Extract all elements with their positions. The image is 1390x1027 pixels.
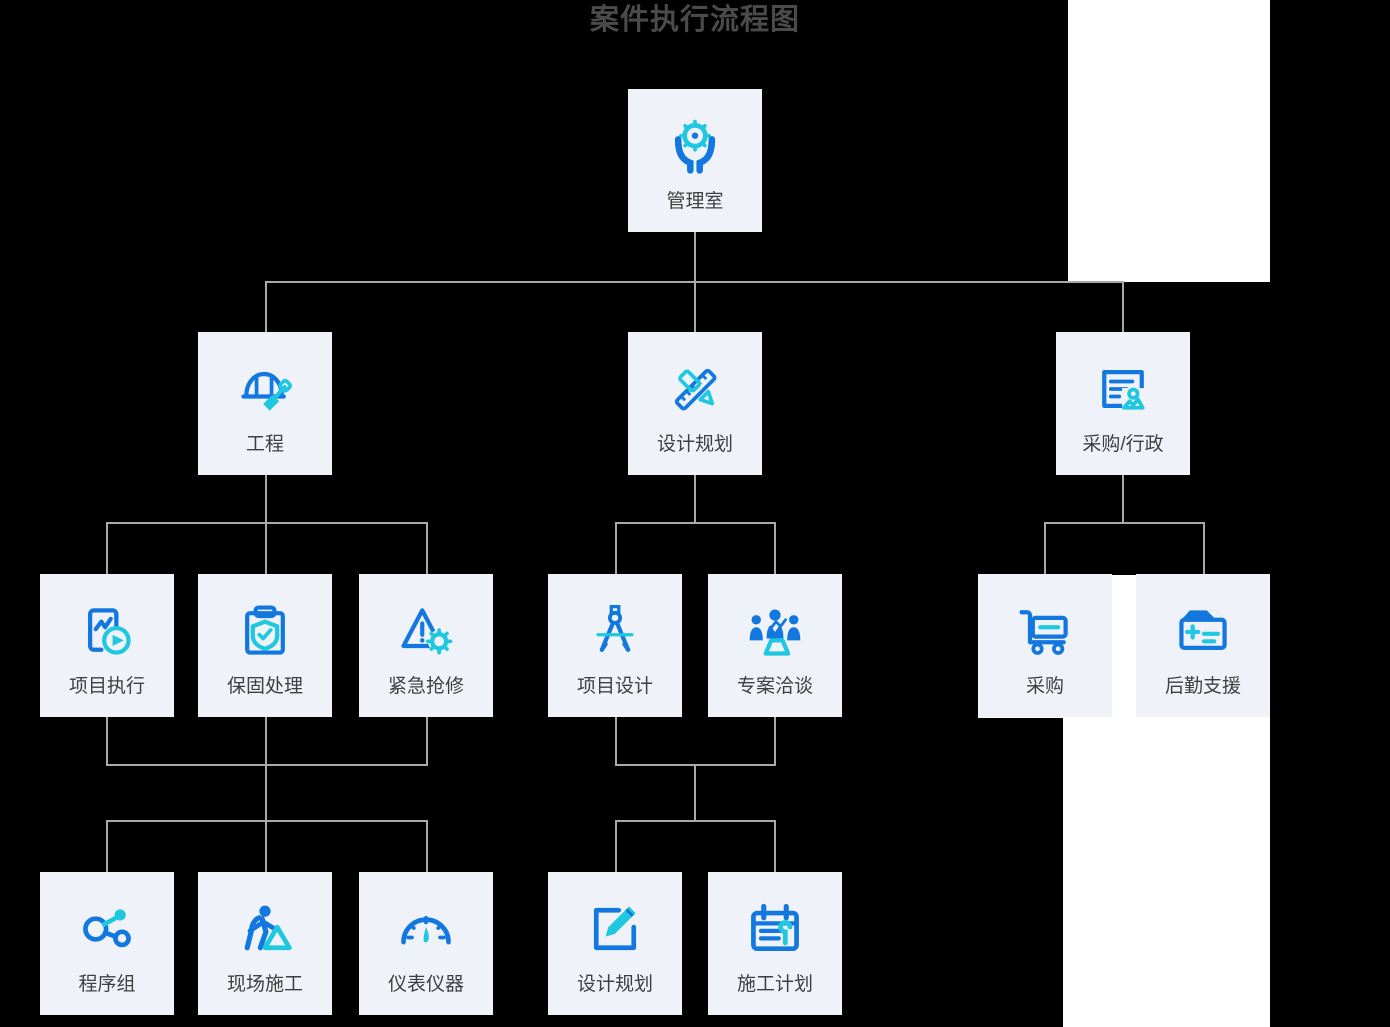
- warning-gear-icon: [395, 600, 457, 662]
- node-label: 紧急抢修: [387, 676, 464, 697]
- connector-design-bus: [615, 522, 776, 524]
- connector-des3-stem: [694, 764, 696, 822]
- connector-eng4-drop-2: [265, 820, 267, 873]
- connector-design-drop-2: [774, 522, 776, 574]
- connector-design-down: [694, 474, 696, 524]
- connector-eng4-bus: [106, 820, 428, 822]
- node-label: 保固处理: [226, 676, 303, 697]
- edit-square-icon: [584, 898, 646, 960]
- connector-des4-drop-1: [615, 820, 617, 873]
- node-label: 程序组: [78, 974, 136, 995]
- document-portrait-icon: [1092, 358, 1154, 420]
- connector-eng3-stem: [265, 764, 267, 822]
- gear-hands-icon: [664, 115, 726, 177]
- node-label: 项目设计: [576, 676, 653, 697]
- connector-eng4-drop-3: [426, 820, 428, 873]
- node-label: 采购/行政: [1082, 434, 1164, 455]
- node-instruments[interactable]: 仪表仪器: [359, 872, 493, 1015]
- node-label: 现场施工: [226, 974, 303, 995]
- node-design-planning[interactable]: 设计规划: [628, 332, 762, 475]
- calendar-wrench-icon: [744, 898, 806, 960]
- connector-proc-bus: [1044, 522, 1204, 524]
- node-design-planning-sub[interactable]: 设计规划: [548, 872, 682, 1015]
- helmet-shovel-icon: [234, 358, 296, 420]
- node-label: 仪表仪器: [387, 974, 464, 995]
- connector-des3-up-2: [774, 716, 776, 766]
- node-project-design[interactable]: 项目设计: [548, 574, 682, 717]
- connector-eng3-up-2: [265, 716, 267, 766]
- connector-eng-down: [265, 474, 267, 524]
- gauge-meter-icon: [395, 898, 457, 960]
- node-label: 工程: [245, 434, 284, 455]
- node-label: 项目执行: [68, 676, 145, 697]
- node-program-group[interactable]: 程序组: [40, 872, 174, 1015]
- connector-level2-drop-3: [1122, 281, 1124, 332]
- trolley-cart-icon: [1014, 600, 1076, 662]
- connector-eng4-drop-1: [106, 820, 108, 873]
- connector-eng3-up-3: [426, 716, 428, 766]
- chart-play-icon: [76, 600, 138, 662]
- worker-cone-icon: [234, 898, 296, 960]
- network-nodes-icon: [76, 898, 138, 960]
- clipboard-shield-icon: [234, 600, 296, 662]
- node-management-office[interactable]: 管理室: [628, 89, 762, 232]
- connector-eng-drop-1: [106, 522, 108, 574]
- connector-eng-drop-3: [426, 522, 428, 574]
- connector-eng3-up-1: [106, 716, 108, 766]
- background-plate-top-right: [1068, 0, 1270, 282]
- node-label: 设计规划: [576, 974, 653, 995]
- node-label: 设计规划: [656, 434, 733, 455]
- compass-icon: [584, 600, 646, 662]
- node-procurement-admin[interactable]: 采购/行政: [1056, 332, 1190, 475]
- connector-root-down: [694, 231, 696, 282]
- node-construction-plan[interactable]: 施工计划: [708, 872, 842, 1015]
- page-title: 案件执行流程图: [589, 4, 800, 36]
- connector-eng-drop-2: [265, 522, 267, 574]
- node-label: 管理室: [666, 191, 724, 212]
- connector-des4-drop-2: [774, 820, 776, 873]
- connector-des3-up-1: [615, 716, 617, 766]
- supply-box-icon: [1172, 600, 1234, 662]
- connector-design-drop-1: [615, 522, 617, 574]
- connector-eng3-merge-bar: [106, 764, 428, 766]
- node-label: 专案洽谈: [736, 676, 813, 697]
- node-warranty-handling[interactable]: 保固处理: [198, 574, 332, 717]
- node-label: 采购: [1025, 676, 1064, 697]
- meeting-people-icon: [744, 600, 806, 662]
- connector-proc-down: [1122, 474, 1124, 524]
- node-label: 施工计划: [736, 974, 813, 995]
- node-purchasing[interactable]: 采购: [978, 574, 1112, 717]
- ruler-pencil-icon: [664, 358, 726, 420]
- node-project-negotiation[interactable]: 专案洽谈: [708, 574, 842, 717]
- node-emergency-repair[interactable]: 紧急抢修: [359, 574, 493, 717]
- node-onsite-construction[interactable]: 现场施工: [198, 872, 332, 1015]
- connector-level2-drop-2: [694, 281, 696, 332]
- connector-level2-drop-1: [265, 281, 267, 332]
- node-engineering[interactable]: 工程: [198, 332, 332, 475]
- node-project-execution[interactable]: 项目执行: [40, 574, 174, 717]
- connector-proc-drop-1: [1044, 522, 1046, 574]
- node-label: 后勤支援: [1164, 676, 1241, 697]
- connector-proc-drop-2: [1203, 522, 1205, 574]
- node-logistics-support[interactable]: 后勤支援: [1136, 574, 1270, 717]
- connector-des4-bus: [615, 820, 776, 822]
